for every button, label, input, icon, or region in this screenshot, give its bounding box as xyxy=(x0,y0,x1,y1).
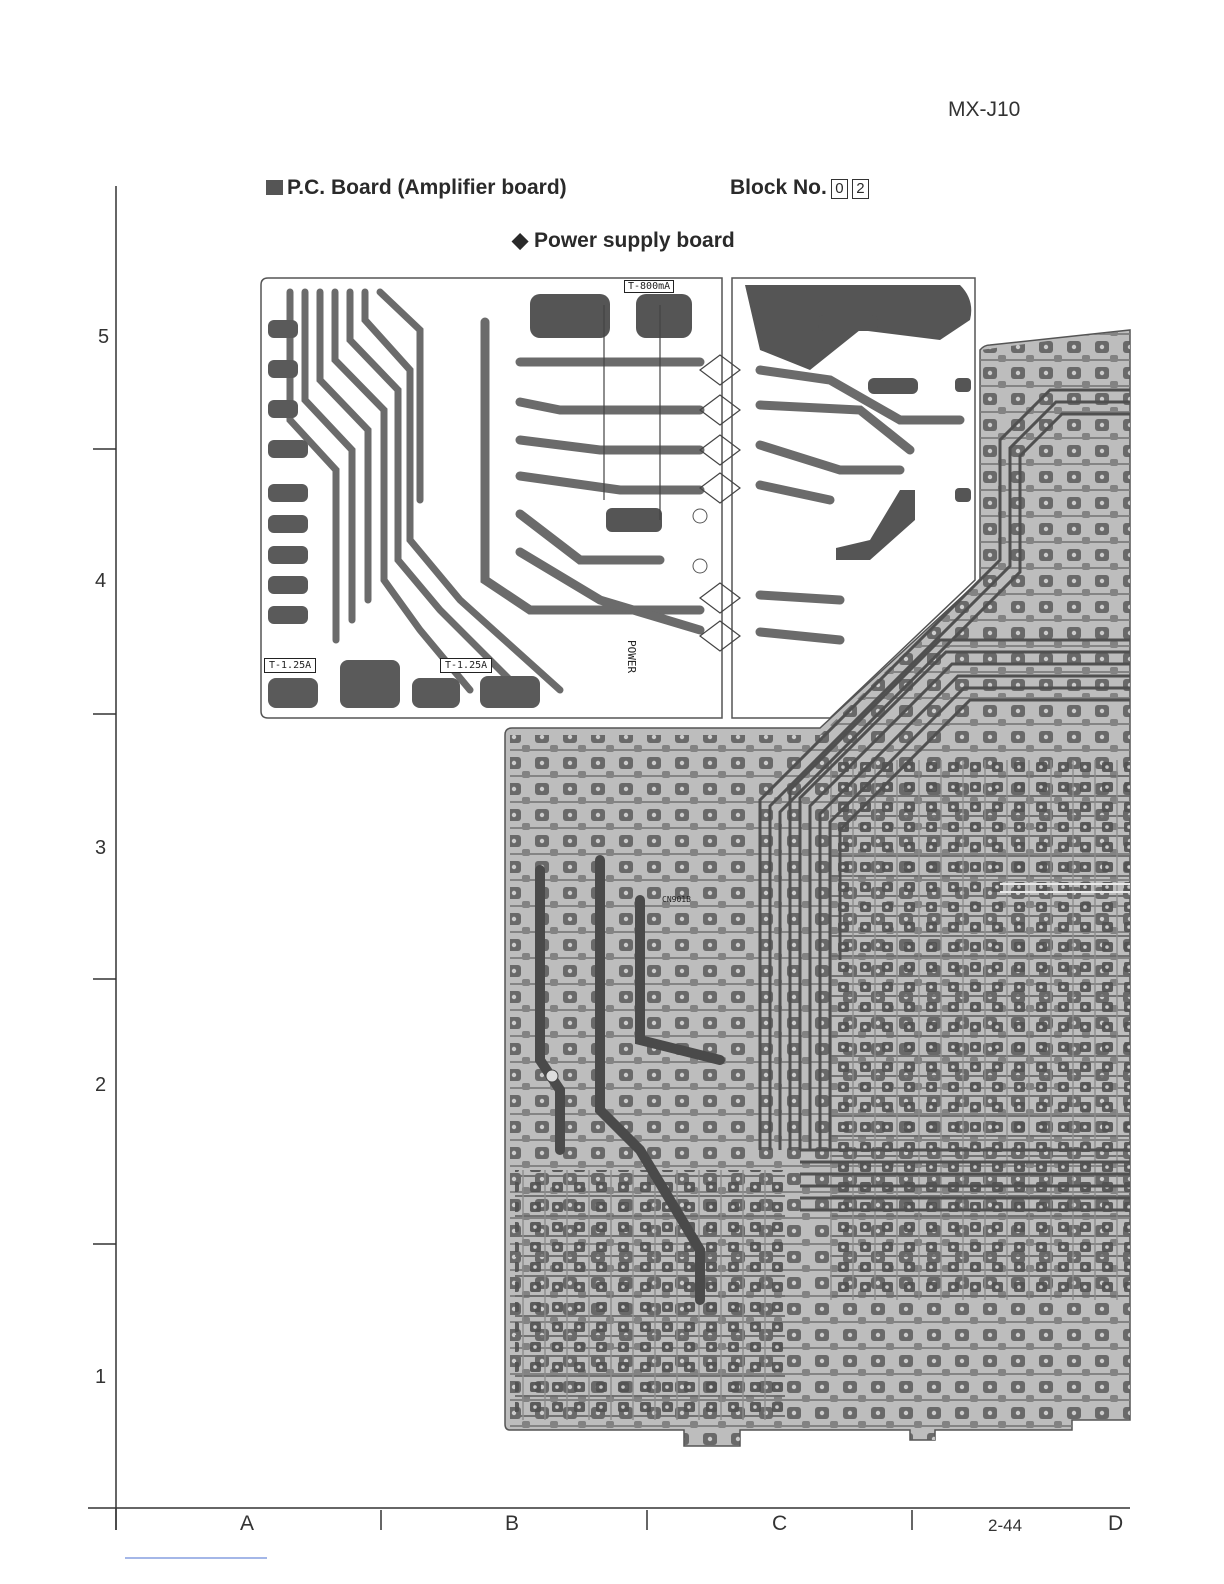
pcb-text-power: POWER xyxy=(625,640,638,673)
section-title: P.C. Board (Amplifier board) xyxy=(266,176,567,200)
block-digit-1: 0 xyxy=(831,179,848,199)
connector-label: CN901B xyxy=(662,895,691,904)
section-title-text: P.C. Board (Amplifier board) xyxy=(287,176,567,199)
page-number: 2-44 xyxy=(988,1516,1022,1536)
square-bullet-icon xyxy=(266,180,283,195)
fuse-label-left: T-1.25A xyxy=(264,658,316,673)
row-label-4: 4 xyxy=(95,570,106,593)
model-number: MX-J10 xyxy=(948,98,1020,122)
board-subtitle: ◆ Power supply board xyxy=(512,228,735,253)
row-label-2: 2 xyxy=(95,1074,106,1097)
fuse-label-mid: T-1.25A xyxy=(440,658,492,673)
column-label-b: B xyxy=(505,1512,519,1536)
row-label-3: 3 xyxy=(95,837,106,860)
block-label: Block No. xyxy=(730,176,827,199)
block-digit-2: 2 xyxy=(852,179,869,199)
diamond-bullet-icon: ◆ xyxy=(512,229,528,252)
board-subtitle-text: Power supply board xyxy=(534,229,735,252)
column-label-d: D xyxy=(1108,1512,1123,1536)
row-label-5: 5 xyxy=(98,326,109,349)
fuse-label-top: T-800mA xyxy=(624,280,674,293)
row-label-1: 1 xyxy=(95,1366,106,1389)
column-label-a: A xyxy=(240,1512,254,1536)
column-label-c: C xyxy=(772,1512,787,1536)
